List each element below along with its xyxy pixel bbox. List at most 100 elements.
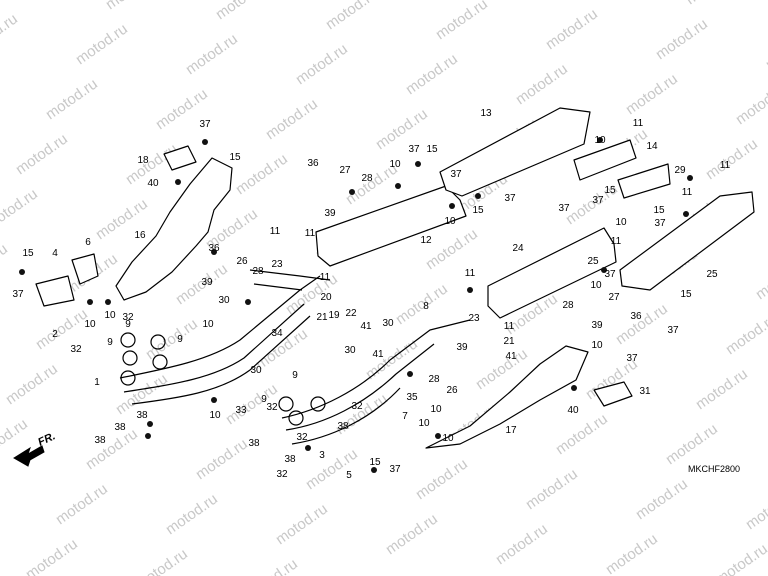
watermark-text: motod.ru <box>683 0 741 8</box>
part-callout-10: 10 <box>590 280 602 291</box>
gaskets <box>120 332 326 426</box>
part-callout-22: 22 <box>345 308 357 319</box>
part-callout-10: 10 <box>418 418 430 429</box>
heat-shield-left <box>115 157 233 301</box>
watermark-text: motod.ru <box>383 510 441 558</box>
part-callout-5: 5 <box>346 470 352 481</box>
part-callout-3: 3 <box>319 450 325 461</box>
watermark-text: motod.ru <box>0 185 41 233</box>
part-callout-27: 27 <box>339 165 351 176</box>
part-callout-11: 11 <box>504 321 515 332</box>
part-callout-39: 39 <box>201 277 213 288</box>
part-callout-15: 15 <box>22 248 34 259</box>
part-callout-15: 15 <box>604 185 616 196</box>
watermark-text: motod.ru <box>523 465 581 513</box>
part-callout-37: 37 <box>12 289 24 300</box>
part-callout-33: 33 <box>235 405 247 416</box>
part-callout-15: 15 <box>426 144 438 155</box>
part-callout-13: 13 <box>480 108 492 119</box>
part-callout-6: 6 <box>85 237 91 248</box>
cover-31 <box>593 381 633 407</box>
part-callout-25: 25 <box>587 256 599 267</box>
watermark-text: motod.ru <box>133 545 191 576</box>
part-callout-37: 37 <box>604 269 616 280</box>
shield-6 <box>71 253 99 285</box>
part-callout-37: 37 <box>558 203 570 214</box>
part-callout-38: 38 <box>337 421 349 432</box>
part-callout-37: 37 <box>408 144 420 155</box>
part-callout-10: 10 <box>444 216 456 227</box>
part-callout-1: 1 <box>94 377 100 388</box>
watermark-text: motod.ru <box>493 520 551 568</box>
part-callout-15: 15 <box>680 289 692 300</box>
part-callout-32: 32 <box>266 402 278 413</box>
part-callout-19: 19 <box>328 310 340 321</box>
part-callout-12: 12 <box>420 235 432 246</box>
part-callout-32: 32 <box>351 401 363 412</box>
part-callout-9: 9 <box>107 337 113 348</box>
watermark-text: motod.ru <box>53 480 111 528</box>
part-callout-10: 10 <box>202 319 214 330</box>
watermark-text: motod.ru <box>103 0 161 13</box>
part-callout-24: 24 <box>512 243 524 254</box>
part-callout-30: 30 <box>218 295 230 306</box>
watermark-text: motod.ru <box>273 500 331 548</box>
part-callout-11: 11 <box>320 272 331 283</box>
part-callout-2: 2 <box>52 329 58 340</box>
part-callout-37: 37 <box>450 169 462 180</box>
watermark-text: motod.ru <box>323 0 381 33</box>
part-callout-41: 41 <box>360 321 372 332</box>
part-callout-39: 39 <box>324 208 336 219</box>
bolts <box>19 137 693 473</box>
watermark-text: motod.ru <box>33 305 91 353</box>
part-callout-40: 40 <box>567 405 579 416</box>
part-callout-38: 38 <box>136 410 148 421</box>
part-callout-15: 15 <box>653 205 665 216</box>
watermark-text: motod.ru <box>43 75 101 123</box>
part-callout-9: 9 <box>125 319 131 330</box>
part-callout-28: 28 <box>361 173 373 184</box>
part-callout-37: 37 <box>504 193 516 204</box>
part-callout-37: 37 <box>389 464 401 475</box>
part-callout-9: 9 <box>292 370 298 381</box>
part-callout-11: 11 <box>270 226 281 237</box>
watermark-text: motod.ru <box>303 445 361 493</box>
clamp-4 <box>35 275 75 307</box>
diagram-code: MKCHF2800 <box>688 464 740 474</box>
watermark-text: motod.ru <box>0 10 21 58</box>
part-callout-10: 10 <box>84 319 96 330</box>
watermark-text: motod.ru <box>543 5 601 53</box>
part-callout-37: 37 <box>626 353 638 364</box>
watermark-text: motod.ru <box>743 485 768 533</box>
watermark-text: motod.ru <box>193 435 251 483</box>
joint-pipe-3 <box>249 269 331 291</box>
watermark-text: motod.ru <box>633 475 691 523</box>
watermark-text: motod.ru <box>703 135 761 183</box>
part-callout-30: 30 <box>382 318 394 329</box>
watermark-text: motod.ru <box>213 0 271 23</box>
part-callout-14: 14 <box>646 141 658 152</box>
part-callout-11: 11 <box>465 268 476 279</box>
part-callout-32: 32 <box>276 469 288 480</box>
part-callout-30: 30 <box>250 365 262 376</box>
part-callout-38: 38 <box>94 435 106 446</box>
watermark-text: motod.ru <box>623 70 681 118</box>
watermark-text: motod.ru <box>693 365 751 413</box>
part-callout-7: 7 <box>402 411 408 422</box>
watermark-text: motod.ru <box>293 40 351 88</box>
part-callout-31: 31 <box>639 386 651 397</box>
watermark-text: motod.ru <box>433 0 491 43</box>
part-callout-8: 8 <box>423 301 429 312</box>
watermark-text: motod.ru <box>243 555 301 576</box>
heat-shield-17 <box>425 345 589 449</box>
part-callout-10: 10 <box>615 217 627 228</box>
watermark-text: motod.ru <box>513 60 571 108</box>
part-callout-38: 38 <box>114 422 126 433</box>
part-callout-29: 29 <box>674 165 686 176</box>
part-callout-35: 35 <box>406 392 418 403</box>
watermark-text: motod.ru <box>723 310 768 358</box>
part-callout-10: 10 <box>104 310 116 321</box>
watermark-text: motod.ru <box>413 455 471 503</box>
part-callout-40: 40 <box>147 178 159 189</box>
